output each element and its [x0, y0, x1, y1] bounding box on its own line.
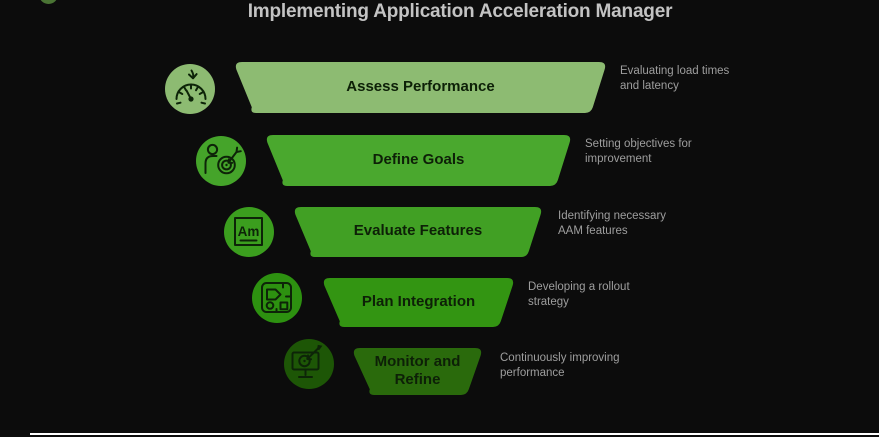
stage-description: Continuously improving performance: [500, 352, 620, 380]
funnel-stage-label: Define Goals: [372, 150, 465, 168]
stage-description: Developing a rollout strategy: [528, 281, 630, 309]
stage-description: Evaluating load times and latency: [620, 65, 730, 93]
circuit-plan-icon: [252, 273, 302, 323]
funnel-bar-define-goals: Define Goals: [265, 135, 572, 186]
funnel-bar-evaluate-features: Evaluate Features: [293, 207, 543, 257]
stage-description: Identifying necessary AAM features: [558, 210, 667, 238]
person-target-icon: [196, 136, 246, 186]
funnel-bar-plan-integration: Plan Integration: [322, 278, 515, 327]
svg-text:Am: Am: [238, 224, 260, 239]
funnel-stage-label: Assess Performance: [346, 77, 495, 95]
stage-description: Setting objectives for improvement: [585, 138, 692, 166]
slide-bottom-edge: [30, 433, 879, 435]
funnel-stage-label: Plan Integration: [361, 292, 476, 310]
funnel-stage-label: Evaluate Features: [353, 222, 483, 240]
funnel-bar-monitor-and-refine: Monitor and Refine: [352, 348, 483, 395]
speedometer-down-icon: [165, 64, 215, 114]
diagram-title: Implementing Application Acceleration Ma…: [247, 1, 673, 22]
funnel-stage-label: Monitor and Refine: [374, 353, 461, 388]
funnel-bar-assess-performance: Assess Performance: [234, 62, 607, 113]
monitor-target-icon: [284, 339, 334, 389]
font-am-icon: Am: [224, 207, 274, 257]
logo-fragment: [39, 0, 58, 4]
